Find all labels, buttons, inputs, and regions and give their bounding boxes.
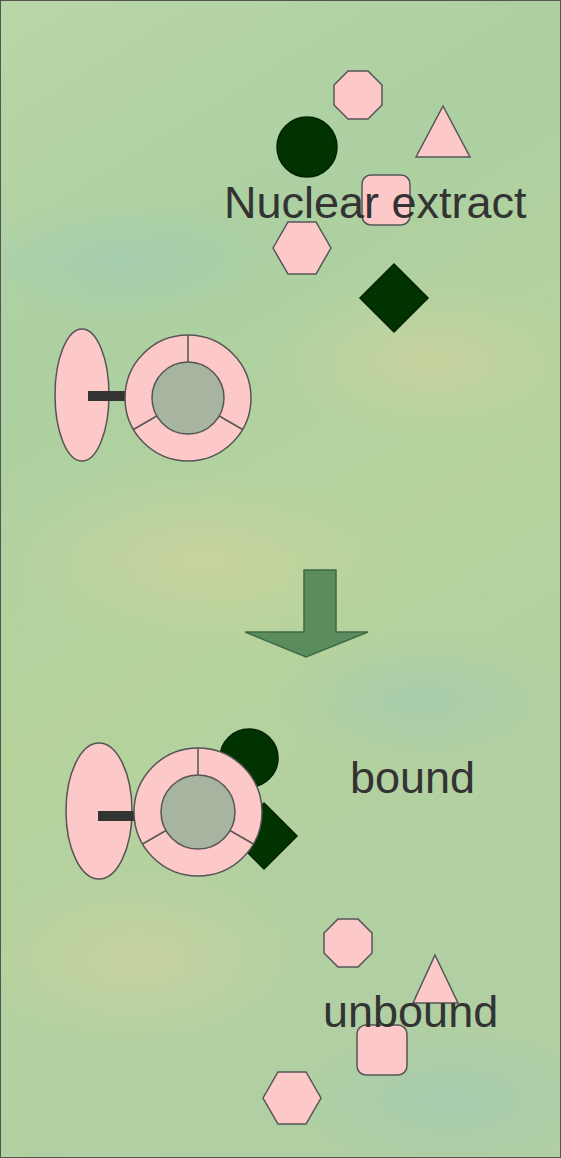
ring <box>125 335 251 461</box>
texture-patch <box>300 1030 561 1158</box>
hexagon-protein <box>263 1072 321 1124</box>
ring-divider <box>197 748 199 775</box>
label-text: bound <box>350 753 475 803</box>
ring-divider <box>143 831 166 845</box>
label-text: Nuclear extract <box>224 178 527 228</box>
ring-core <box>152 362 224 434</box>
ring-core <box>161 775 235 849</box>
diamond-protein <box>360 264 428 332</box>
texture-patch <box>0 870 310 1050</box>
ring-divider <box>230 831 253 845</box>
ring-divider <box>133 416 156 430</box>
label-text: unbound <box>323 987 498 1037</box>
octagon-protein <box>334 71 382 119</box>
hexagon-protein <box>273 222 331 274</box>
process-arrow <box>245 570 368 657</box>
texture-patch <box>0 470 400 650</box>
ring <box>134 748 262 876</box>
circle-protein <box>277 117 337 177</box>
octagon-protein <box>324 919 372 967</box>
ring-divider <box>187 335 189 362</box>
ring-divider <box>219 416 242 430</box>
triangle-protein <box>416 106 470 157</box>
